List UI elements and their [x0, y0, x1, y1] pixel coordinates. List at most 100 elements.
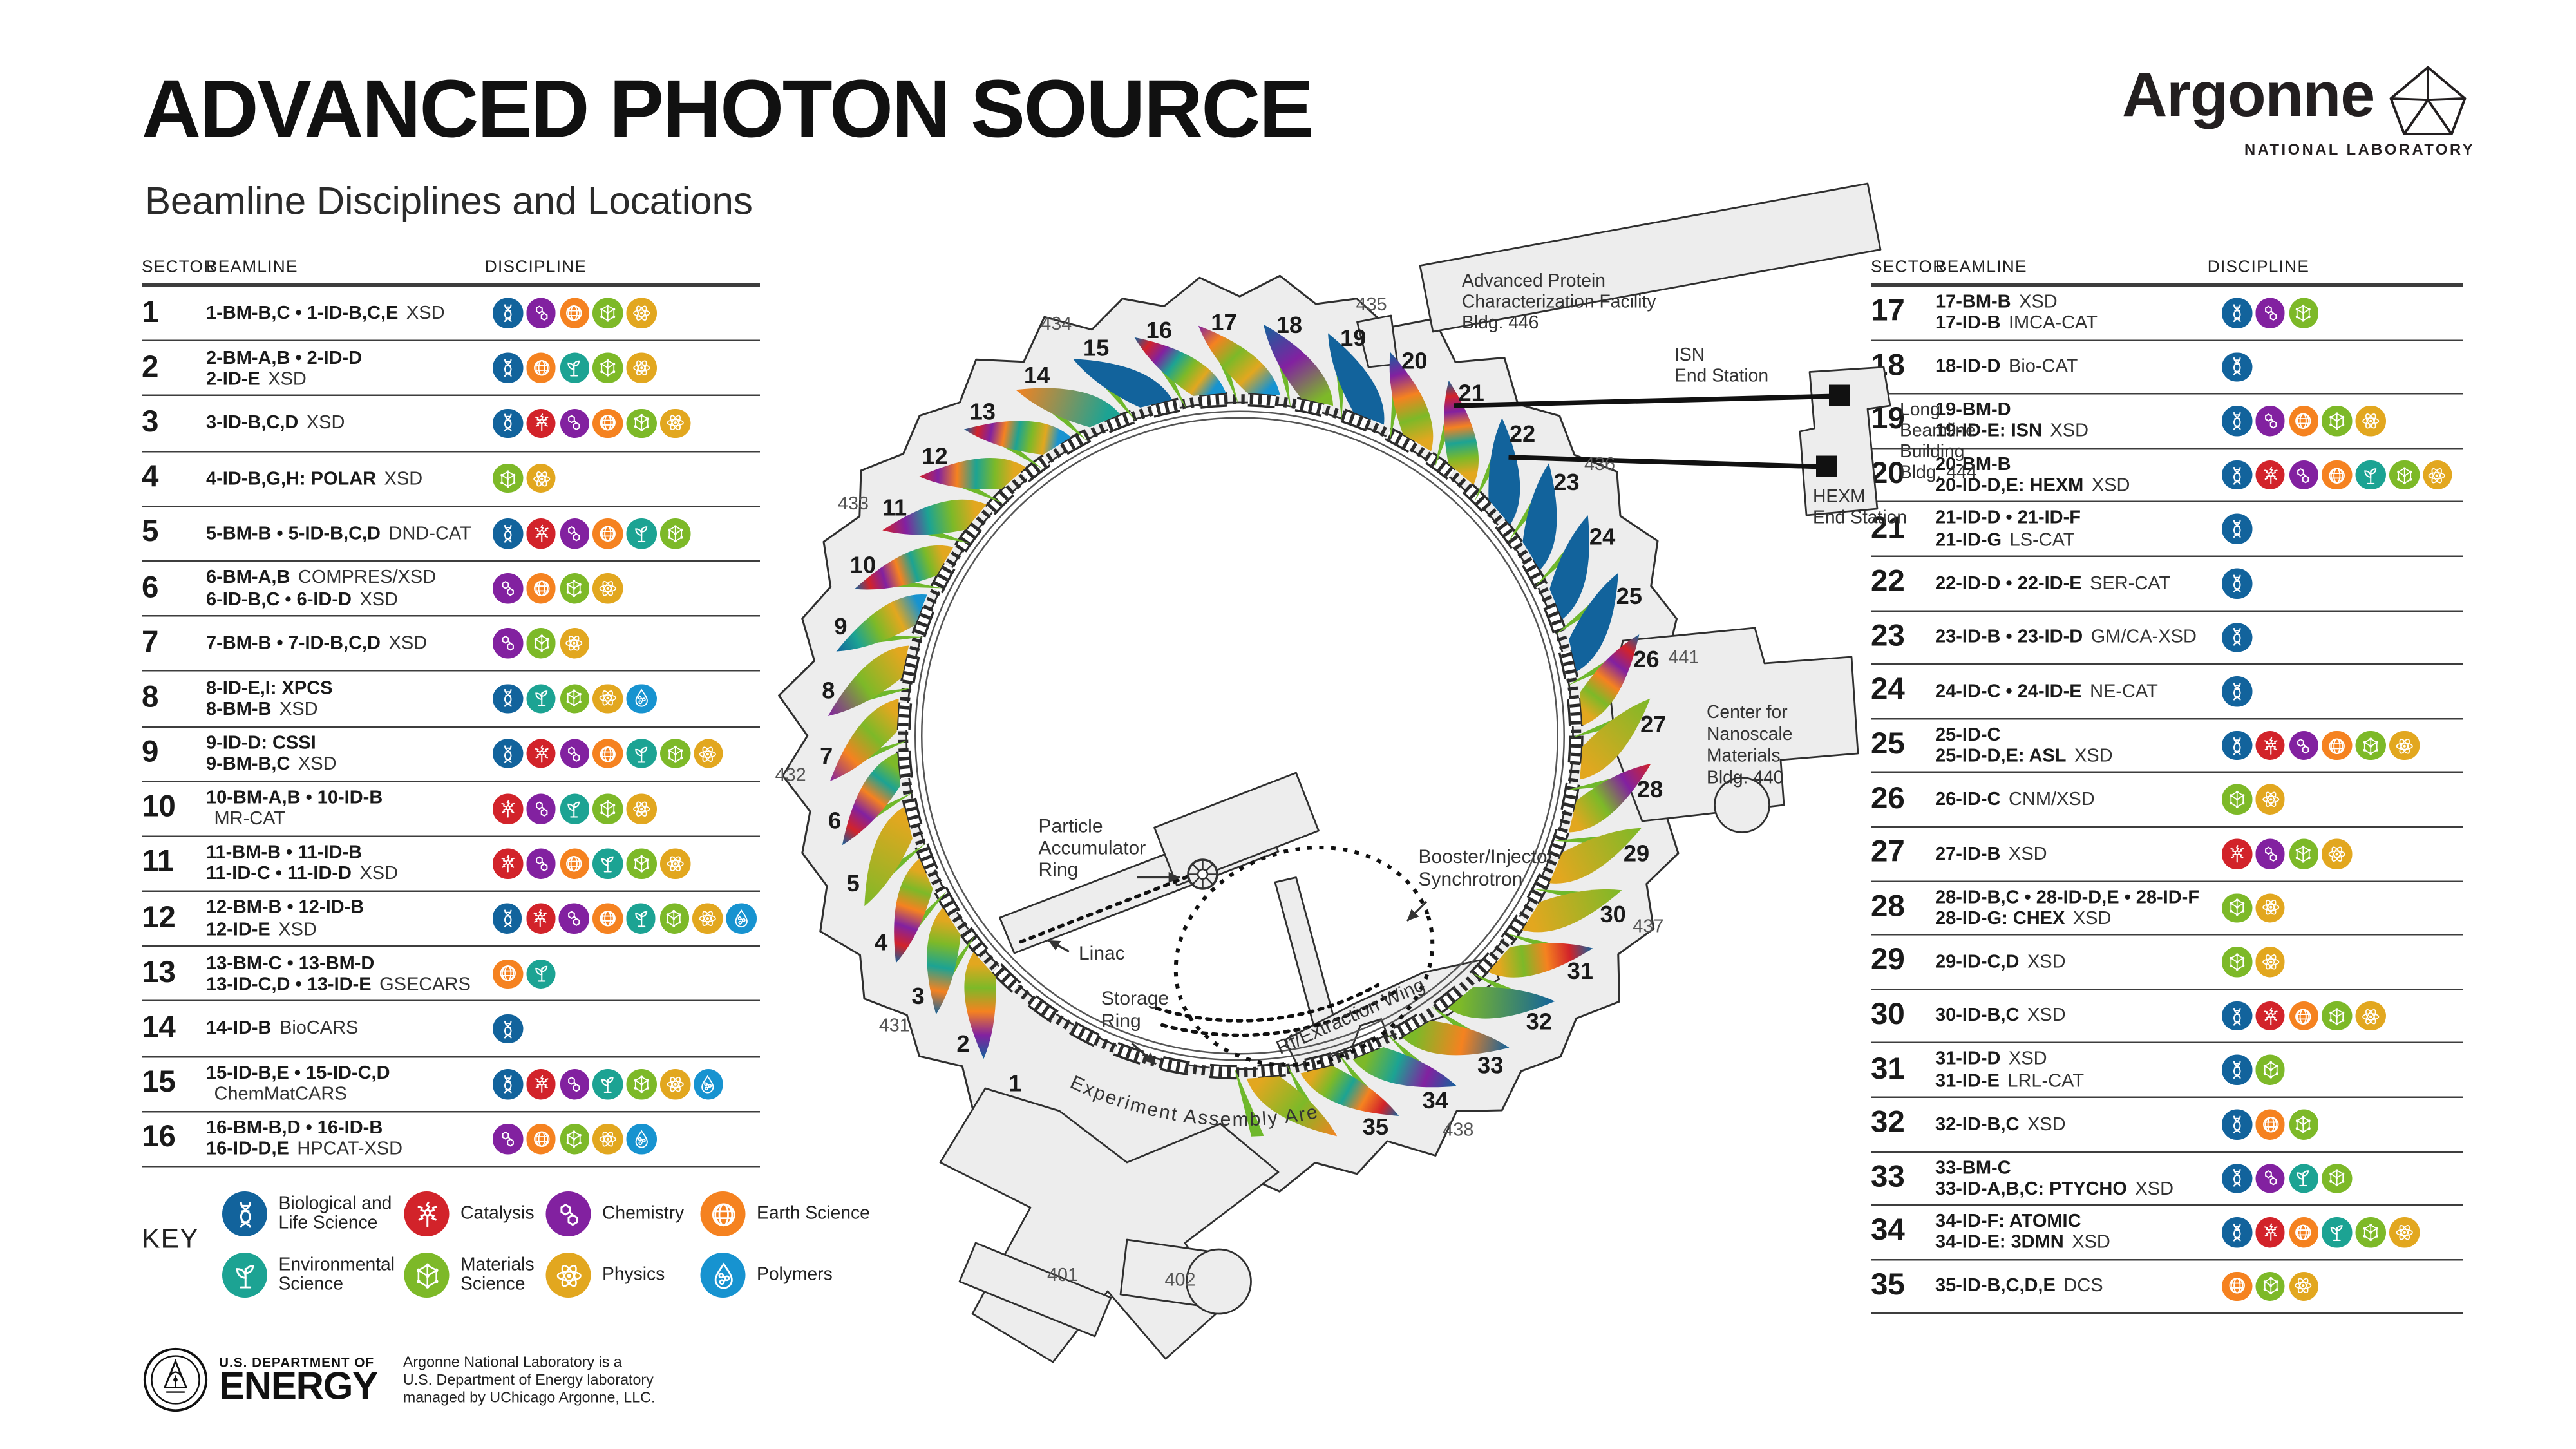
sector-6-beamline-fan [829, 699, 899, 781]
building-number-402: 402 [1165, 1270, 1196, 1291]
discipline-icons [2222, 352, 2255, 382]
sector-number: 19 [1871, 403, 1905, 437]
building-number-436: 436 [1584, 454, 1615, 475]
sector-number: 18 [1871, 349, 1905, 383]
map-sector-number-20: 20 [1401, 348, 1427, 374]
mat-discipline-icon [626, 848, 657, 879]
experiment-hall-ring [778, 274, 1703, 1198]
chem-discipline-icon [493, 629, 523, 659]
phys-discipline-icon [2288, 1271, 2319, 1302]
beamline-column-header: BEAMLINE [206, 258, 298, 277]
env-discipline-icon [2288, 1163, 2319, 1193]
map-sector-number-21: 21 [1458, 380, 1484, 406]
key-entry-label: Environmental Science [278, 1255, 395, 1294]
argonne-sub: NATIONAL LABORATORY [2244, 142, 2476, 160]
cat-discipline-icon [2255, 730, 2286, 761]
mat-discipline-icon [2322, 406, 2353, 436]
mat-discipline-icon [2322, 1001, 2353, 1031]
key-entry-label: Catalysis [460, 1204, 535, 1224]
building-number-401: 401 [1047, 1265, 1078, 1285]
sector-number: 25 [1871, 728, 1905, 762]
bio-discipline-icon [2222, 1163, 2252, 1193]
earth-discipline-icon [526, 573, 556, 604]
key-entry-env: Environmental Science [222, 1253, 411, 1298]
discipline-icons [2222, 838, 2356, 869]
poly-discipline-icon [726, 904, 757, 934]
discipline-icons [2222, 1271, 2322, 1302]
map-sector-number-9: 9 [834, 613, 847, 639]
bio-discipline-icon [492, 904, 522, 934]
map-sector-number-11: 11 [882, 495, 907, 521]
isn-endstation-marker [1829, 384, 1850, 406]
env-discipline-icon [559, 353, 590, 384]
chem-discipline-icon [2288, 730, 2319, 761]
discipline-icons [493, 1124, 660, 1154]
mat-discipline-icon [2389, 460, 2420, 490]
sector-number: 1 [142, 295, 159, 330]
sector-number: 6 [142, 571, 159, 605]
phys-discipline-icon [2389, 730, 2420, 761]
map-sector-number-34: 34 [1423, 1087, 1448, 1113]
sector-number: 14 [142, 1011, 176, 1045]
earth-discipline-icon [2288, 406, 2319, 436]
discipline-icons [2222, 406, 2389, 436]
phys-discipline-icon [2255, 893, 2286, 923]
sector-22-beamline-fan [1522, 463, 1557, 571]
phys-discipline-icon [2389, 1217, 2420, 1247]
phys-discipline-icon [2422, 460, 2453, 490]
discipline-icons [2222, 1163, 2356, 1193]
map-sector-number-28: 28 [1637, 776, 1663, 802]
env-discipline-icon [526, 683, 556, 714]
phys-discipline-icon [2322, 838, 2353, 869]
mat-discipline-icon [659, 738, 690, 769]
phys-discipline-icon [2255, 784, 2286, 815]
building-stem [1274, 876, 1342, 1051]
bio-discipline-icon [493, 298, 523, 328]
key-entry-mat: Materials Science [404, 1253, 593, 1298]
discipline-icons [2222, 514, 2255, 544]
env-discipline-icon [626, 904, 656, 934]
doe-energy-label: ENERGY [219, 1365, 378, 1409]
poly-discipline-icon [626, 683, 657, 714]
chem-discipline-icon [559, 904, 589, 934]
discipline-icons [2222, 1217, 2423, 1247]
map-sector-number-24: 24 [1589, 524, 1615, 550]
map-sector-number-32: 32 [1526, 1009, 1552, 1035]
mat-discipline-icon [592, 793, 623, 824]
sector-number: 5 [142, 515, 159, 550]
building-cnm [1609, 627, 1859, 822]
phys-discipline-icon [559, 629, 590, 659]
sector-11-beamline-fan [919, 458, 1027, 490]
sector-number: 33 [1871, 1160, 1905, 1195]
discipline-icons [2222, 568, 2255, 598]
argonne-logo: Argonne NATIONAL LABORATORY [2122, 64, 2492, 160]
building-klystron [1153, 772, 1320, 887]
sector-1-beamline-fan [964, 952, 996, 1059]
discipline-icons [493, 793, 660, 824]
sector-23-beamline-fan [1549, 515, 1589, 620]
map-sector-number-22: 22 [1510, 421, 1535, 447]
mat-discipline-icon [2288, 1109, 2319, 1139]
discipline-icons [2222, 784, 2289, 815]
env-discipline-icon [559, 793, 590, 824]
sector-9-beamline-fan [854, 545, 954, 590]
map-sector-number-6: 6 [828, 808, 841, 834]
cat-discipline-icon [526, 904, 556, 934]
